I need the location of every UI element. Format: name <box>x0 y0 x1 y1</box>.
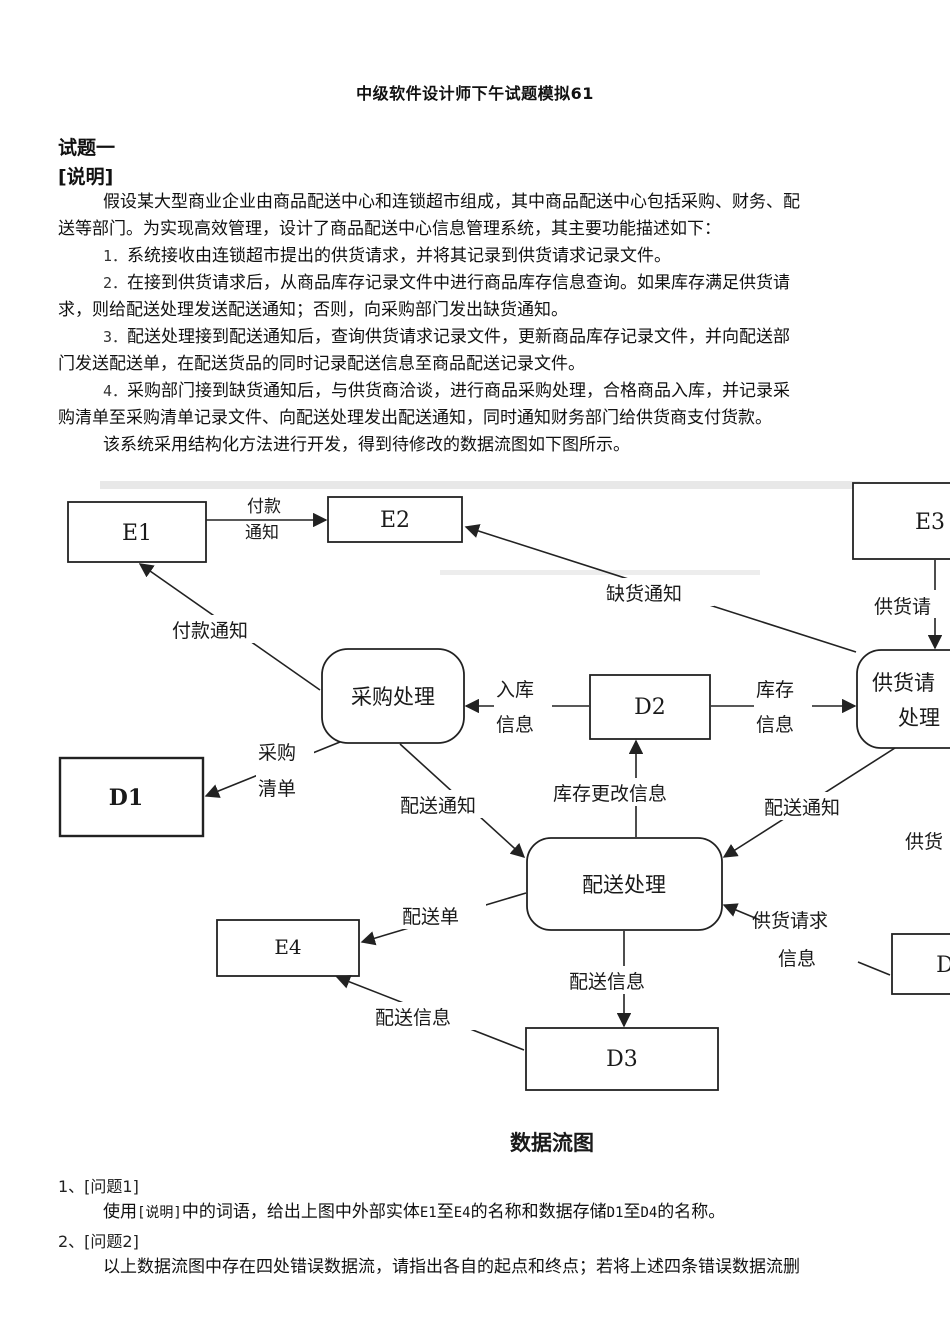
flow-label-deliver-info-down: 配送信息 <box>569 971 645 993</box>
flow-label-supply-info-a: 供货请求 <box>752 910 828 932</box>
flow-label-bg <box>872 590 950 618</box>
process-delivery-label: 配送处理 <box>582 873 666 897</box>
entity-e2-box <box>327 496 463 543</box>
subsection-heading: [说明] <box>58 166 114 188</box>
process-delivery-box <box>526 837 723 931</box>
entity-e4-label: E4 <box>274 935 301 959</box>
document-title: 中级软件设计师下午试题模拟61 <box>356 84 594 103</box>
flow-label-bg <box>373 1002 485 1030</box>
q1-fragment: E1 <box>419 1205 437 1221</box>
item-number: 3． <box>103 328 128 346</box>
item-4: 4．采购部门接到缺货通知后，与供货商洽谈，进行商品采购处理，合格商品入库，并记录… <box>58 378 890 405</box>
q1-fragment: 的名称。 <box>657 1202 726 1222</box>
question-2-heading: 2、[问题2] <box>58 1232 139 1251</box>
store-d4-label: D <box>936 953 950 978</box>
q1-fragment: 至 <box>623 1202 641 1222</box>
store-d3-box <box>525 1027 719 1091</box>
q1-fragment: 至 <box>436 1202 454 1222</box>
process-supply-request-label-2: 处理 <box>898 706 940 730</box>
item-3: 3．配送处理接到配送通知后，查询供货请求记录文件，更新商品库存记录文件，并向配送… <box>58 324 890 351</box>
process-purchase-label: 采购处理 <box>351 685 435 709</box>
q1-fragment: E4 <box>453 1205 471 1221</box>
flow-label-bg <box>754 673 812 739</box>
flow-label-pay-b: 通知 <box>245 523 279 543</box>
flow-label-bg <box>398 790 510 818</box>
flow-label-bg <box>400 901 486 929</box>
store-d2-label: D2 <box>634 695 666 720</box>
entity-e3-label: E3 <box>915 510 945 535</box>
item-4-continuation: 购清单至采购清单记录文件、向配送处理发出配送通知，同时通知财务部门给供货商支付货… <box>58 408 772 428</box>
flow-label-stock-in-b: 信息 <box>496 714 534 736</box>
question-1-text: 使用[说明]中的词语，给出上图中外部实体E1至E4的名称和数据存储D1至D4的名… <box>103 1199 725 1227</box>
process-supply-request-label-1: 供货请 <box>872 671 935 695</box>
section-heading: 试题一 <box>58 137 116 159</box>
entity-e4-box <box>216 919 360 977</box>
item-2: 2．在接到供货请求后，从商品库存记录文件中进行商品库存信息查询。如果库存满足供货… <box>58 270 890 297</box>
flow-label-deliver-info-left: 配送信息 <box>375 1007 451 1029</box>
flow-label-deliver-notice-left: 配送通知 <box>400 795 476 817</box>
item-1: 1．系统接收由连锁超市提出的供货请求，并将其记录到供货请求记录文件。 <box>58 243 890 270</box>
flow-label-stock-a: 库存 <box>756 679 794 701</box>
entity-e2-label: E2 <box>380 508 410 533</box>
store-d1-label: D1 <box>109 785 143 811</box>
store-d3-label: D3 <box>606 1047 638 1072</box>
store-d2-box <box>589 674 711 740</box>
flow-label-supply-cut: 供货 <box>905 831 943 853</box>
item-2-continuation: 求，则给配送处理发送配送通知；否则，向采购部门发出缺货通知。 <box>58 300 568 320</box>
flow-label-bg <box>494 673 552 739</box>
scan-bleed-mark <box>100 481 860 489</box>
entity-e3-box <box>852 482 950 560</box>
flow-label-deliver-form: 配送单 <box>402 906 459 928</box>
flow-label-stock-in-a: 入库 <box>496 679 534 701</box>
flow-label-bg <box>170 615 282 643</box>
flow-label-shortage: 缺货通知 <box>606 583 682 605</box>
flow-label-supply-request: 供货请 <box>874 596 931 618</box>
item-text: 采购部门接到缺货通知后，与供货商洽谈，进行商品采购处理，合格商品入库，并记录采 <box>127 381 791 401</box>
q1-fragment: [说明] <box>137 1205 182 1221</box>
q1-fragment: D4 <box>640 1205 658 1221</box>
intro-line-1: 假设某大型商业企业由商品配送中心和连锁超市组成，其中商品配送中心包括采购、财务、… <box>103 192 800 212</box>
item-number: 4． <box>103 382 128 400</box>
scan-bleed-mark <box>440 570 760 575</box>
q1-fragment: D1 <box>606 1205 624 1221</box>
flow-label-bg <box>567 966 679 994</box>
item-3-continuation: 门发送配送单，在配送货品的同时记录配送信息至商品配送记录文件。 <box>58 354 585 374</box>
item-text: 配送处理接到配送通知后，查询供货请求记录文件，更新商品库存记录文件，并向配送部 <box>127 327 791 347</box>
flow-label-bg <box>604 578 714 606</box>
entity-e1-label: E1 <box>122 521 152 546</box>
entity-e1-box <box>67 501 207 563</box>
closing-line: 该系统采用结构化方法进行开发，得到待修改的数据流图如下图所示。 <box>103 435 630 455</box>
flow-label-stock-b: 信息 <box>756 714 794 736</box>
q1-fragment: 中的词语，给出上图中外部实体 <box>181 1202 420 1222</box>
flow-label-pay-notice: 付款通知 <box>172 620 248 642</box>
diagram-caption: 数据流图 <box>510 1130 594 1155</box>
store-d4-box <box>891 933 950 995</box>
flow-d4-to-delivery <box>722 903 761 921</box>
item-text: 系统接收由连锁超市提出的供货请求，并将其记录到供货请求记录文件。 <box>127 246 672 266</box>
store-d1-box <box>58 756 205 838</box>
flow-d4-to-delivery-tail <box>857 961 891 976</box>
flow-label-stock-change: 库存更改信息 <box>553 783 667 805</box>
process-purchase-box <box>321 648 465 744</box>
item-number: 2． <box>103 274 128 292</box>
flow-label-bg <box>551 778 717 806</box>
item-number: 1． <box>103 247 128 265</box>
question-2-text: 以上数据流图中存在四处错误数据流，请指出各自的起点和终点；若将上述四条错误数据流… <box>103 1257 800 1277</box>
q1-fragment: 的名称和数据存储 <box>470 1202 607 1222</box>
process-supply-request-box <box>856 649 950 749</box>
item-text: 在接到供货请求后，从商品库存记录文件中进行商品库存信息查询。如果库存满足供货请 <box>127 273 791 293</box>
flow-label-bg <box>762 792 874 820</box>
question-1-heading: 1、[问题1] <box>58 1177 139 1196</box>
flow-label-purchase-list-a: 采购 <box>258 742 296 764</box>
flow-label-supply-info-b: 信息 <box>778 948 816 970</box>
q1-fragment: 使用 <box>103 1202 137 1222</box>
flow-label-pay-a: 付款 <box>247 497 281 517</box>
flow-label-deliver-notice-right: 配送通知 <box>764 797 840 819</box>
intro-line-2: 送等部门。为实现高效管理，设计了商品配送中心信息管理系统，其主要功能描述如下： <box>58 219 721 239</box>
flow-label-bg <box>256 737 314 803</box>
flow-label-purchase-list-b: 清单 <box>258 778 296 800</box>
